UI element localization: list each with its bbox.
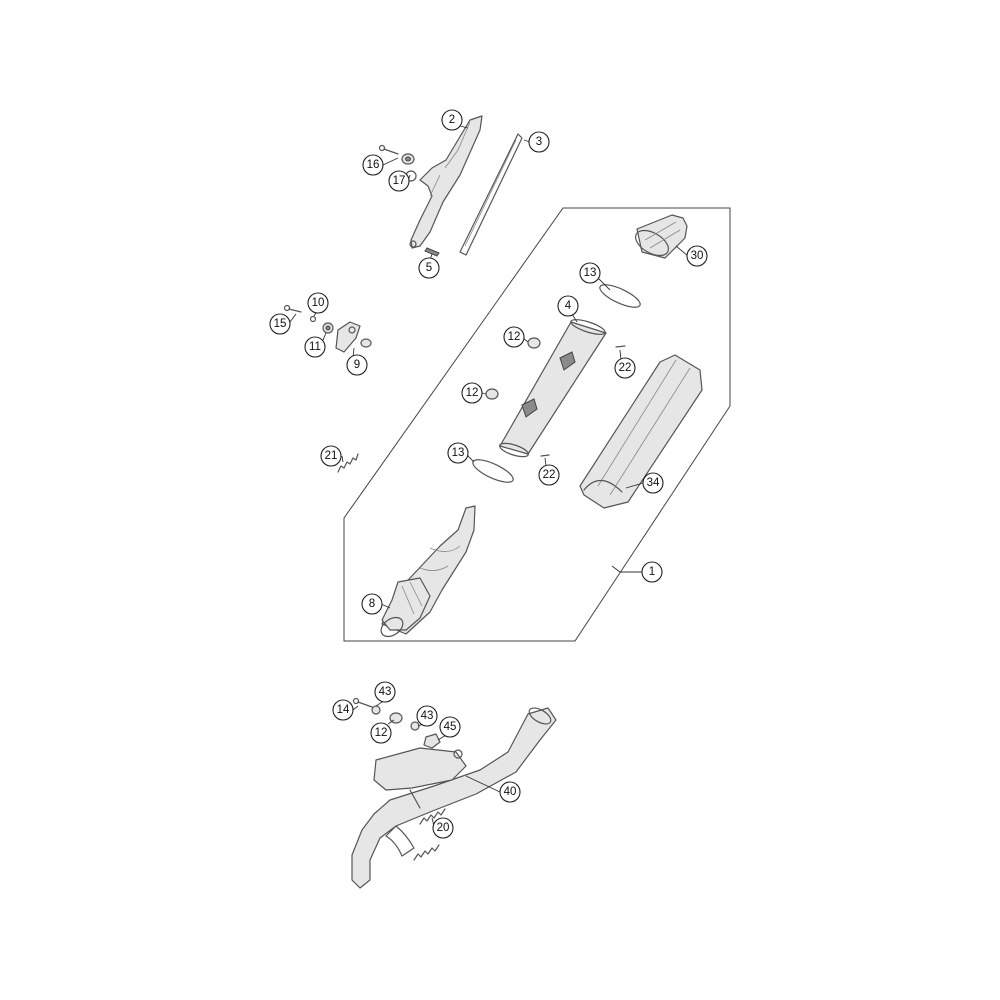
callout-13-lower: 13 xyxy=(447,442,469,464)
callout-label: 15 xyxy=(274,318,287,330)
spring-part-20-upper xyxy=(419,808,446,825)
screw-part-5 xyxy=(424,247,440,257)
callout-label: 1 xyxy=(649,566,655,578)
callout-label: 9 xyxy=(354,359,360,371)
callout-label: 11 xyxy=(309,341,321,353)
callout-22-upper: 22 xyxy=(614,357,636,379)
callout-label: 13 xyxy=(452,447,465,459)
outer-sleeve-part-34 xyxy=(579,354,703,509)
callout-label: 16 xyxy=(367,159,380,171)
callout-45: 45 xyxy=(439,716,461,738)
gasket-strip-part-3 xyxy=(459,133,523,256)
callout-label: 3 xyxy=(536,136,542,148)
callout-40: 40 xyxy=(499,781,521,803)
callout-43-left: 43 xyxy=(374,681,396,703)
callout-20: 20 xyxy=(432,817,454,839)
callout-11: 11 xyxy=(304,336,326,358)
callout-label: 5 xyxy=(426,262,432,274)
callout-12-header: 12 xyxy=(370,722,392,744)
callout-10: 10 xyxy=(307,292,329,314)
callout-5: 5 xyxy=(418,257,440,279)
spring-part-20-lower xyxy=(413,844,440,861)
rivet-part-22-lower xyxy=(540,454,550,457)
callout-3: 3 xyxy=(528,131,550,153)
washer-part-43-right xyxy=(410,721,420,731)
callout-label: 34 xyxy=(647,477,660,489)
bolt-part-15 xyxy=(283,304,302,313)
callout-label: 12 xyxy=(508,331,521,343)
callout-9: 9 xyxy=(346,354,368,376)
callout-label: 22 xyxy=(543,469,556,481)
callout-label: 10 xyxy=(312,297,325,309)
washer-part-17 xyxy=(401,153,415,165)
callout-30: 30 xyxy=(686,245,708,267)
callout-12-upper: 12 xyxy=(503,326,525,348)
callout-label: 43 xyxy=(421,710,434,722)
callout-label: 21 xyxy=(325,450,338,462)
heat-shield-bracket-part-2 xyxy=(405,115,483,249)
spring-part-21 xyxy=(337,453,359,473)
header-pipe-part-40 xyxy=(351,707,557,889)
callout-14: 14 xyxy=(332,699,354,721)
rubber-part-11 xyxy=(322,322,334,334)
bracket-part-9 xyxy=(335,321,372,353)
nut-part-45 xyxy=(423,733,441,749)
silencer-assembly-outline xyxy=(343,207,731,642)
callout-12-middle: 12 xyxy=(461,382,483,404)
washer-part-43-left xyxy=(371,705,381,715)
callout-label: 8 xyxy=(369,598,375,610)
callout-21: 21 xyxy=(320,445,342,467)
callout-label: 2 xyxy=(449,114,455,126)
callout-label: 12 xyxy=(375,727,388,739)
callout-label: 13 xyxy=(584,267,597,279)
grommet-part-12-upper xyxy=(527,337,541,349)
gasket-ring-part-13-upper xyxy=(599,284,641,308)
callout-label: 4 xyxy=(565,300,572,312)
callout-label: 14 xyxy=(337,704,350,716)
end-cap-part-30 xyxy=(635,214,688,259)
callout-label: 43 xyxy=(379,686,392,698)
callout-label: 30 xyxy=(691,250,704,262)
callout-43-right: 43 xyxy=(416,705,438,727)
inner-tube-part-4 xyxy=(499,319,607,458)
callout-label: 22 xyxy=(619,362,632,374)
washer-part-10 xyxy=(309,315,317,323)
callout-1: 1 xyxy=(641,561,663,583)
callout-15: 15 xyxy=(269,313,291,335)
callout-label: 20 xyxy=(437,822,450,834)
callout-label: 40 xyxy=(504,786,517,798)
grommet-part-12-lower xyxy=(485,388,499,400)
callout-8: 8 xyxy=(361,593,383,615)
callout-4: 4 xyxy=(557,295,579,317)
bolt-part-14 xyxy=(352,697,373,708)
gasket-ring-part-13-lower xyxy=(472,459,514,483)
callout-label: 45 xyxy=(444,721,457,733)
link-pipe-part-8 xyxy=(380,505,476,638)
callout-2: 2 xyxy=(441,109,463,131)
callout-22-lower: 22 xyxy=(538,464,560,486)
rivet-part-22-upper xyxy=(615,345,626,348)
callout-label: 17 xyxy=(393,175,406,187)
callout-13-upper: 13 xyxy=(579,262,601,284)
callout-label: 12 xyxy=(466,387,479,399)
callout-16: 16 xyxy=(362,154,384,176)
callout-17: 17 xyxy=(388,170,410,192)
callout-34: 34 xyxy=(642,472,664,494)
bolt-part-16 xyxy=(378,144,399,155)
